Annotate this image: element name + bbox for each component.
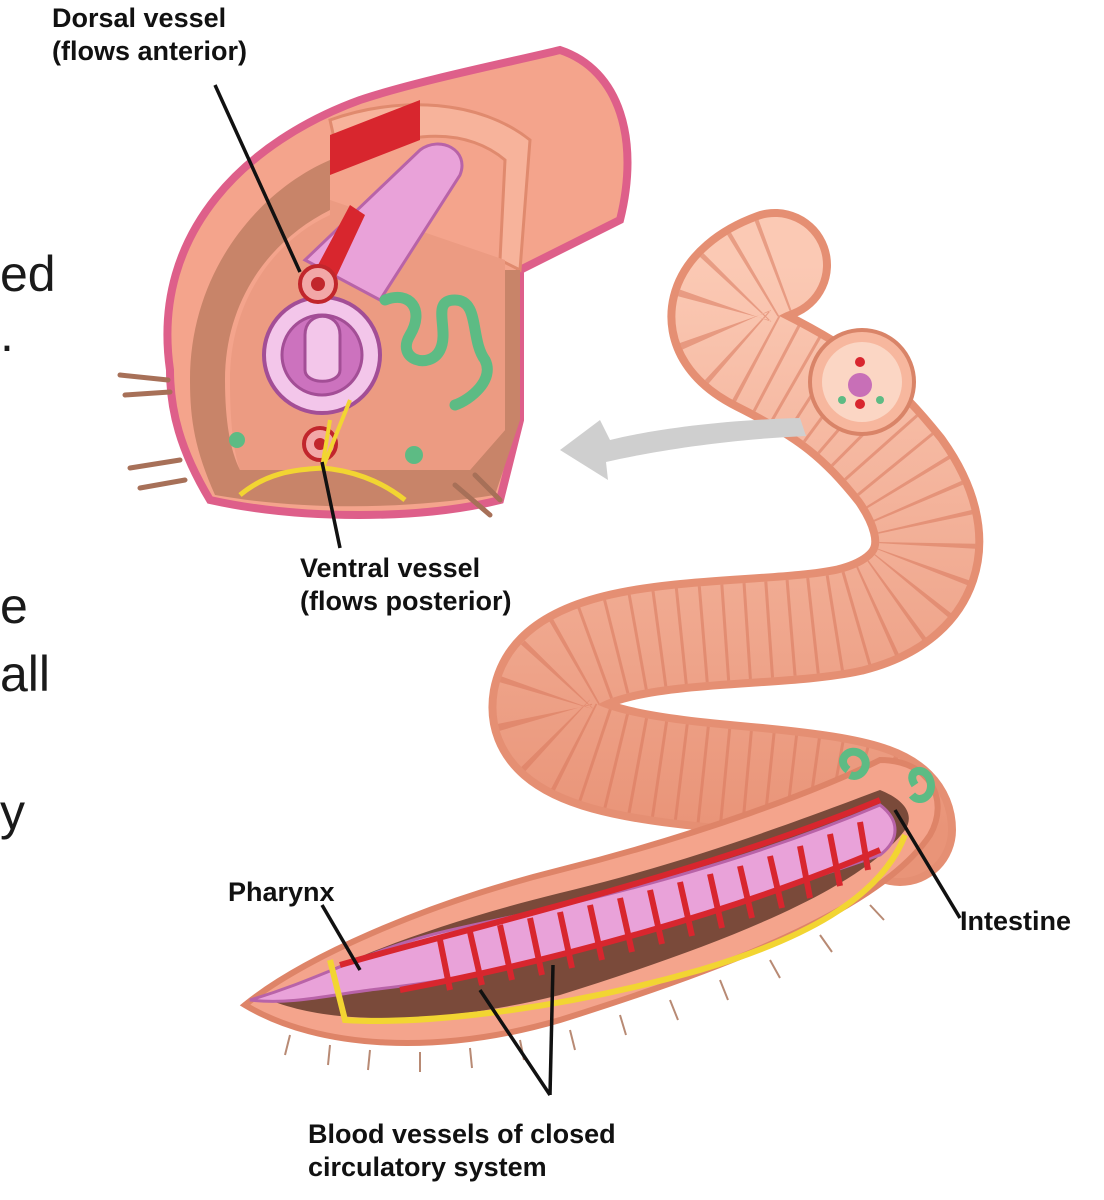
- worm-body: [488, 209, 984, 886]
- left-text-fragment: ed: [0, 246, 56, 302]
- left-text-fragment: all: [0, 646, 51, 702]
- blood-vessels-label-line1: Blood vessels of closed: [308, 1119, 616, 1149]
- dissected-worm: [239, 747, 941, 1072]
- blood-vessels-label-line2: circulatory system: [308, 1152, 547, 1182]
- magnify-arrow: [560, 418, 806, 480]
- left-text-fragment: .: [0, 306, 14, 362]
- body-cross-section: [117, 45, 632, 519]
- blood-vessels-label: Blood vessels of closed circulatory syst…: [308, 1118, 616, 1184]
- dorsal-vessel-label-line1: Dorsal vessel: [52, 3, 227, 33]
- ventral-vessel-label-line2: (flows posterior): [300, 586, 512, 616]
- ventral-vessel-label: Ventral vessel (flows posterior): [300, 552, 512, 618]
- dorsal-vessel-label-line2: (flows anterior): [52, 36, 248, 66]
- ventral-vessel-label-line1: Ventral vessel: [300, 553, 481, 583]
- left-text-fragment: y: [0, 784, 25, 840]
- small-cross-section: [808, 328, 916, 436]
- pharynx-label: Pharynx: [228, 877, 335, 907]
- left-text-fragment: e: [0, 578, 28, 634]
- leader-lines: [213, 84, 962, 1096]
- dorsal-vessel-label: Dorsal vessel (flows anterior): [52, 2, 247, 68]
- intestine-label: Intestine: [960, 906, 1072, 936]
